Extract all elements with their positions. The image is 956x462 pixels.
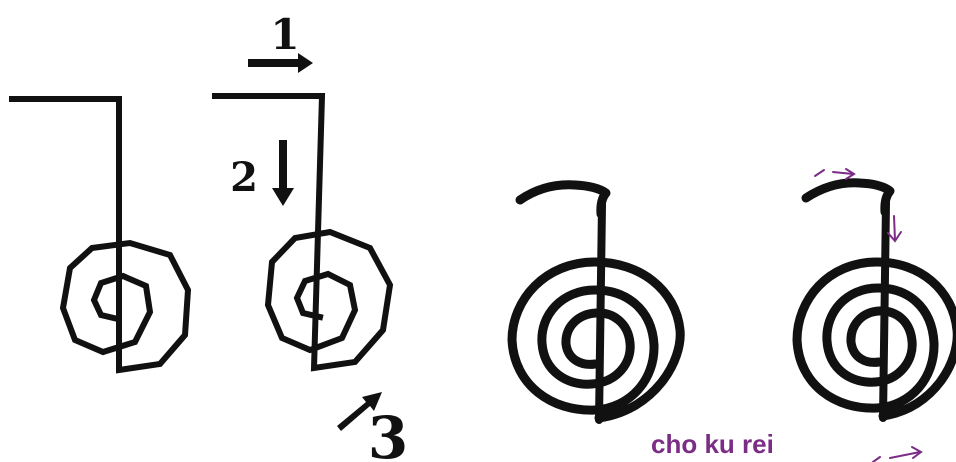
step-3-marker: 3 (337, 392, 408, 462)
step-2-label: 2 (230, 154, 258, 201)
symbol-annotated-spiral (792, 257, 956, 421)
symbol-annotated-top (801, 178, 895, 217)
caption: cho ku rei (651, 429, 774, 459)
step-3-label: 3 (368, 404, 408, 462)
symbol-calligraphy-annotated (792, 168, 956, 462)
top-direction-arrow-icon (814, 168, 856, 180)
right-arrow-icon (248, 53, 313, 73)
symbol-calligraphy (507, 180, 685, 424)
step-1-label: 1 (270, 10, 299, 59)
up-right-arrow-icon (337, 392, 382, 431)
symbol-plain (9, 96, 192, 374)
bottom-direction-arrow-icon (872, 446, 923, 462)
down-direction-arrow-icon (887, 215, 902, 243)
symbol-numbered-stroke (212, 93, 394, 372)
down-arrow-icon (272, 140, 294, 206)
step-2-marker: 2 (230, 140, 294, 206)
step-1-marker: 1 (248, 10, 313, 73)
symbol-numbered: 1 2 3 (212, 10, 408, 462)
symbol-calligraphy-spiral (507, 257, 685, 423)
symbol-calligraphy-top (515, 180, 611, 219)
symbol-plain-stroke (9, 96, 192, 374)
